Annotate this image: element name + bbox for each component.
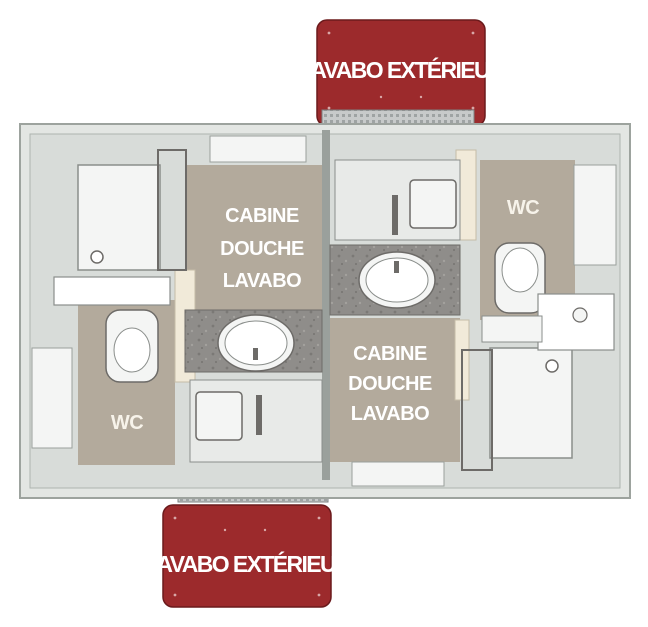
window-left (31, 347, 73, 449)
label-cabin-left: CABINE DOUCHE LAVABO (220, 205, 304, 292)
shower-right (461, 347, 573, 471)
shower-left (77, 149, 187, 271)
toilet-left (53, 276, 171, 383)
label-cabin-right: CABINE DOUCHE LAVABO (348, 343, 432, 425)
toilet-right (481, 242, 615, 351)
basin-top-right (334, 159, 461, 241)
label-ext-top: LAVABO EXTÉRIEUR (298, 56, 506, 83)
floor-right-cabin (328, 318, 460, 462)
sink-right (358, 251, 436, 309)
label-ext-bottom: LAVABO EXTÉRIEUR (144, 550, 352, 577)
label-cabin-left-line1: CABINE (225, 205, 299, 227)
basin-bottom-left (189, 379, 323, 463)
label-cabin-right-line2: DOUCHE (348, 373, 432, 395)
label-wc-left: WC (111, 412, 143, 434)
label-cabin-right-line1: CABINE (353, 343, 427, 365)
sink-left (217, 314, 295, 372)
window-right (573, 164, 617, 266)
exterior-panel-bottom (162, 504, 332, 608)
label-cabin-left-line2: DOUCHE (220, 238, 304, 260)
label-cabin-right-line3: LAVABO (351, 403, 429, 425)
label-cabin-left-line3: LAVABO (223, 270, 301, 292)
label-wc-right: WC (507, 197, 539, 219)
floor-left-cabin (185, 165, 322, 310)
